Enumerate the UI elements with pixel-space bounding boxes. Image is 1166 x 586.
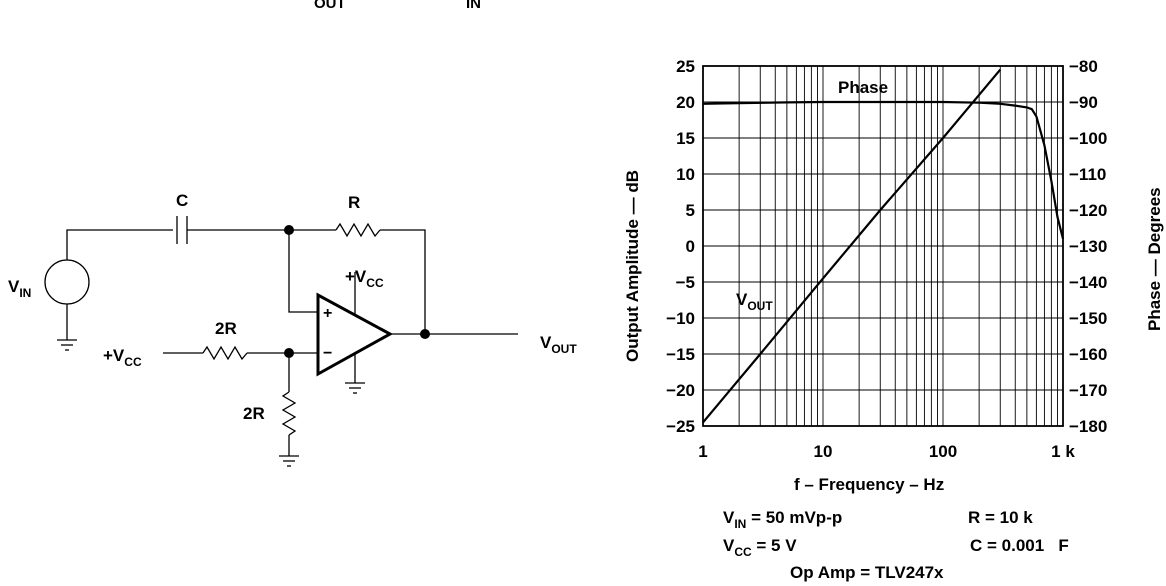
header-fragment-out: OUT: [314, 0, 346, 12]
condition-opamp: Op Amp = TLV247x: [790, 563, 944, 582]
y-tick-label: −10: [666, 309, 695, 328]
y2-tick-label: −80: [1069, 57, 1098, 76]
y2-tick-label: −100: [1069, 129, 1107, 148]
chart-grid: [702, 65, 1063, 427]
plus-input-wire: [288, 230, 318, 313]
resistor-2r-top-icon: [202, 345, 248, 361]
ground-icon: [57, 339, 77, 351]
opamp-supply-label: +VCC: [345, 267, 384, 290]
y-tick-label: 0: [686, 237, 695, 256]
y2-tick-label: −110: [1069, 165, 1106, 184]
voltage-source-icon: [44, 259, 90, 305]
y2-axis-title: Phase — Degrees: [1145, 187, 1164, 331]
y2-tick-label: −150: [1069, 309, 1107, 328]
condition-vcc: VCC = 5 V: [723, 536, 797, 559]
source-top-wire: [66, 229, 173, 260]
resistor-r-label: R: [348, 193, 360, 212]
header-fragment-in: IN: [466, 0, 481, 12]
series-label-vout: VOUT: [736, 290, 773, 313]
y2-tick-label: −120: [1069, 201, 1107, 220]
y2-tick-label: −180: [1069, 417, 1107, 436]
opamp-minus-label: −: [323, 345, 332, 362]
x-tick-label: 100: [929, 442, 957, 461]
condition-vin: VIN = 50 mVp-p: [723, 508, 842, 531]
chart-series: [702, 68, 1065, 424]
capacitor-label: C: [176, 191, 188, 210]
x-tick-label: 10: [814, 442, 833, 461]
opamp-plus-label: +: [323, 305, 332, 322]
divider-ground-icon: [279, 455, 299, 467]
resistor-r-icon: [335, 222, 381, 238]
source-label: VIN: [8, 277, 31, 300]
frequency-response-chart: 25 20 15 10 5 0 −5 −10 −15 −20 −25 −80 −90 −100 −110 −1…: [623, 57, 1164, 494]
resistor-2r-bottom-label: 2R: [243, 404, 265, 423]
y-tick-label: 15: [676, 129, 695, 148]
y2-tick-label: −140: [1069, 273, 1107, 292]
resistor-2r-bottom-icon: [281, 391, 297, 436]
y-tick-label: −5: [676, 273, 695, 292]
y2-tick-label: −160: [1069, 345, 1107, 364]
y-tick-label: 25: [676, 57, 695, 76]
circuit-schematic: VIN C R + − +VCC: [8, 191, 577, 467]
y-tick-label: 5: [686, 201, 695, 220]
condition-r: R = 10 k: [968, 508, 1033, 527]
capacitor-icon: [176, 216, 188, 244]
opamp-ground-icon: [345, 382, 365, 394]
opamp-icon: [316, 292, 394, 377]
y-tick-label: 20: [676, 93, 695, 112]
divider-supply-label: +VCC: [103, 346, 142, 369]
chart-tick-labels: 25 20 15 10 5 0 −5 −10 −15 −20 −25 −80 −90 −100 −110 −1…: [666, 57, 1107, 461]
condition-c: C = 0.001 F: [970, 536, 1069, 555]
plot-frame: [702, 65, 1064, 427]
y2-tick-label: −130: [1069, 237, 1107, 256]
series-label-phase: Phase: [838, 78, 888, 97]
y-tick-label: 10: [676, 165, 695, 184]
x-axis-title: f – Frequency – Hz: [794, 475, 944, 494]
y-tick-label: −20: [666, 381, 695, 400]
test-conditions: VIN = 50 mVp-p R = 10 k VCC = 5 V C = 0.…: [723, 508, 1069, 582]
output-label: VOUT: [540, 333, 577, 356]
output-junction-dot: [420, 329, 430, 339]
y-tick-label: −25: [666, 417, 695, 436]
y-tick-label: −15: [666, 345, 695, 364]
y2-tick-label: −170: [1069, 381, 1107, 400]
y2-tick-label: −90: [1069, 93, 1098, 112]
x-tick-label: 1 k: [1051, 442, 1075, 461]
series-line-vout: [702, 68, 1002, 424]
x-tick-label: 1: [698, 442, 707, 461]
series-line-phase: [702, 100, 1065, 240]
feedback-right-wire: [380, 229, 426, 334]
resistor-2r-top-label: 2R: [215, 319, 237, 338]
y-axis-title: Output Amplitude — dB: [623, 170, 642, 362]
